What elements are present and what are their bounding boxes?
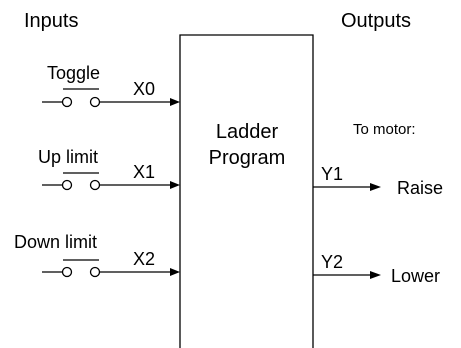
output-address-y1: Y1 (321, 164, 343, 184)
contact-terminal-icon (89, 179, 101, 191)
arrow-icon (370, 271, 381, 279)
outputs-heading: Outputs (341, 10, 411, 32)
output-name-raise: Raise (397, 178, 443, 198)
arrow-icon (370, 183, 381, 191)
output-address-y2: Y2 (321, 252, 343, 272)
input-address-x2: X2 (133, 249, 155, 269)
input-address-x1: X1 (133, 162, 155, 182)
input-name-toggle: Toggle (47, 63, 100, 83)
contact-terminal-icon (89, 96, 101, 108)
motor-note: To motor: (353, 121, 416, 138)
arrow-icon (170, 98, 180, 106)
input-toggle: Toggle X0 (42, 63, 180, 108)
input-down-limit: Down limit X2 (14, 232, 180, 278)
contact-terminal-icon (61, 179, 73, 191)
program-label: Program (209, 147, 286, 169)
input-up-limit: Up limit X1 (38, 147, 180, 191)
contact-terminal-icon (61, 96, 73, 108)
input-name-up-limit: Up limit (38, 147, 98, 167)
output-raise: Y1 Raise (313, 164, 443, 198)
contact-terminal-icon (89, 266, 101, 278)
input-address-x0: X0 (133, 79, 155, 99)
output-name-lower: Lower (391, 266, 440, 286)
output-lower: Y2 Lower (313, 252, 440, 286)
ladder-label: Ladder (216, 121, 279, 143)
arrow-icon (170, 181, 180, 189)
contact-terminal-icon (61, 266, 73, 278)
arrow-icon (170, 268, 180, 276)
inputs-heading: Inputs (24, 10, 78, 32)
ladder-program-box (179, 34, 314, 348)
input-name-down-limit: Down limit (14, 232, 97, 252)
